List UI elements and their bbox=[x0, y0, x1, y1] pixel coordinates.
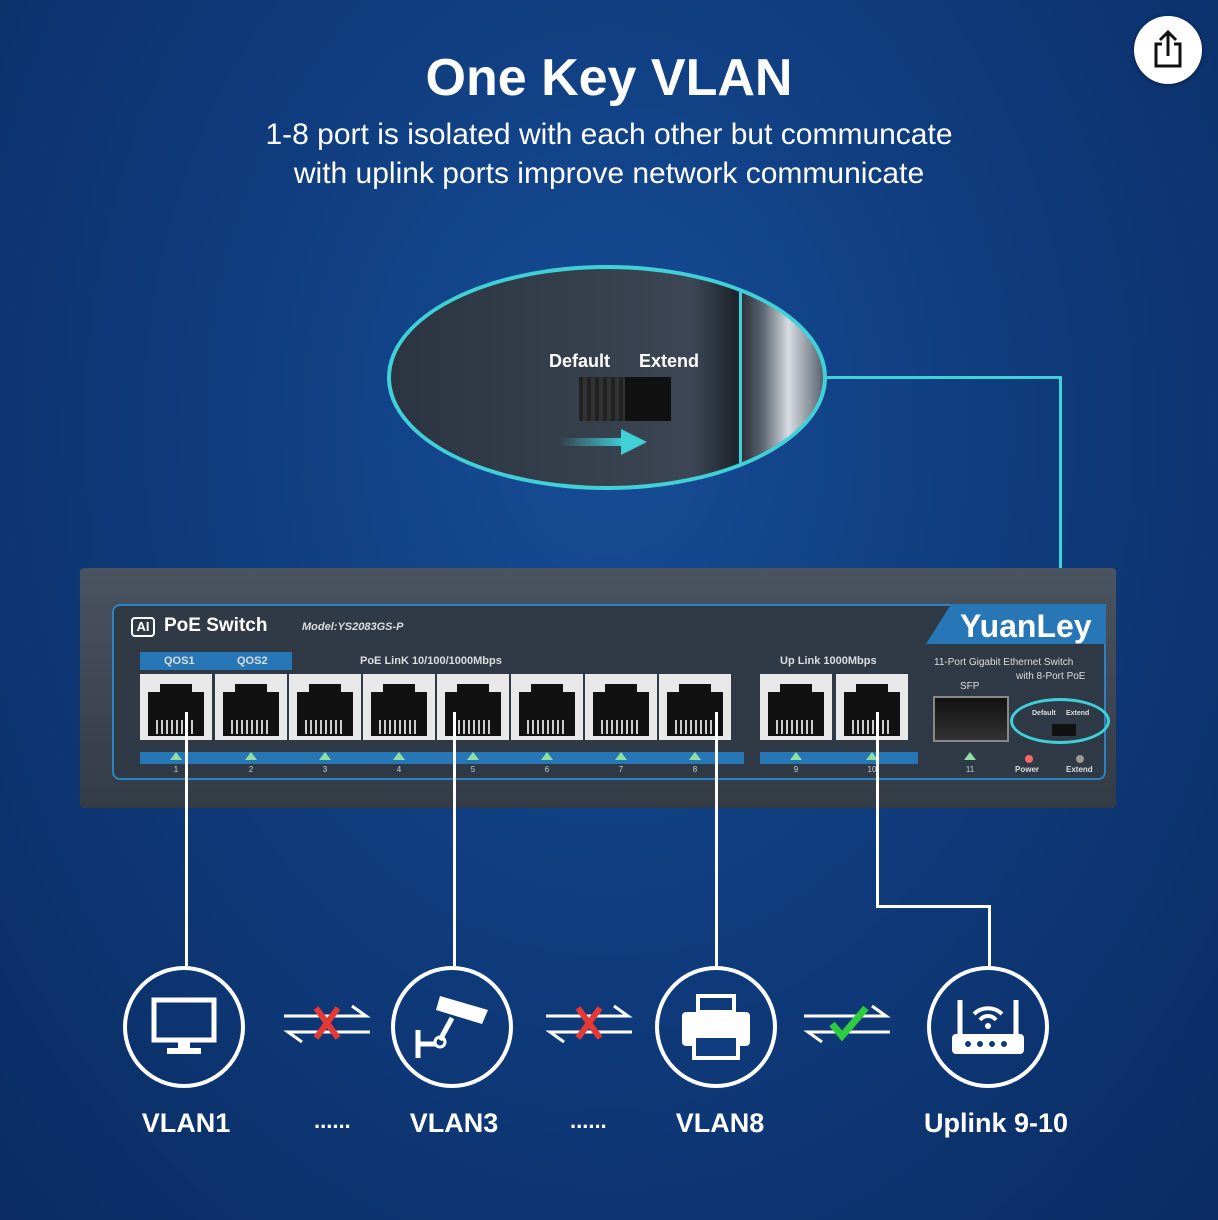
extend-led bbox=[1076, 755, 1084, 763]
magnifier-extend-label: Extend bbox=[639, 351, 700, 371]
port-number: 7 bbox=[618, 765, 624, 774]
ethernet-port-10[interactable] bbox=[836, 674, 908, 740]
port-number: 10 bbox=[867, 765, 877, 774]
ethernet-port-8[interactable] bbox=[659, 674, 731, 740]
device-vlan1 bbox=[123, 966, 245, 1088]
switch-default-label: Default bbox=[1032, 710, 1056, 717]
ethernet-port-4[interactable] bbox=[363, 674, 435, 740]
ellipsis: ...... bbox=[314, 1108, 351, 1133]
port-led bbox=[866, 752, 878, 760]
vlan-switch-highlight[interactable] bbox=[1010, 698, 1110, 744]
port-led bbox=[615, 752, 627, 760]
port-number: 6 bbox=[544, 765, 550, 774]
extend-led-label: Extend bbox=[1066, 765, 1093, 774]
device-vlan8 bbox=[655, 966, 777, 1088]
label-vlan1: VLAN1 bbox=[141, 1108, 231, 1138]
port-number: 8 bbox=[692, 765, 698, 774]
vlan-slide-switch bbox=[579, 377, 671, 421]
magnifier-default-label: Default bbox=[549, 351, 611, 371]
port-number: 1 bbox=[173, 765, 179, 774]
poe-link-label: PoE LinK 10/100/1000Mbps bbox=[360, 655, 502, 667]
switch-extend-label: Extend bbox=[1066, 710, 1090, 717]
ethernet-port-7[interactable] bbox=[585, 674, 657, 740]
title: One Key VLAN bbox=[425, 49, 793, 107]
label-vlan8: VLAN8 bbox=[675, 1108, 765, 1138]
port-number: 9 bbox=[793, 765, 799, 774]
arrow-right-icon bbox=[559, 429, 647, 455]
port-led bbox=[245, 752, 257, 760]
switch-name: PoE Switch bbox=[164, 615, 268, 636]
sfp-port[interactable] bbox=[933, 696, 1009, 742]
ethernet-port-1[interactable] bbox=[140, 674, 212, 740]
monitor-icon bbox=[151, 997, 217, 1054]
port-led bbox=[393, 752, 405, 760]
port-led bbox=[319, 752, 331, 760]
power-label: Power bbox=[1015, 765, 1040, 774]
uplink-label: Up Link 1000Mbps bbox=[780, 655, 877, 667]
power-led bbox=[1025, 755, 1033, 763]
ethernet-port-2[interactable] bbox=[215, 674, 287, 740]
ethernet-port-6[interactable] bbox=[511, 674, 583, 740]
label-uplink: Uplink 9-10 bbox=[923, 1108, 1069, 1138]
device-vlan3 bbox=[391, 966, 513, 1088]
port-led bbox=[790, 752, 802, 760]
subtitle-line-2: with uplink ports improve network commun… bbox=[293, 157, 925, 190]
switch-desc-2: with 8-Port PoE bbox=[1016, 671, 1086, 682]
port-number: 3 bbox=[322, 765, 328, 774]
label-vlan3: VLAN3 bbox=[409, 1108, 499, 1138]
ai-badge: AI bbox=[131, 617, 155, 637]
router-icon bbox=[952, 1000, 1024, 1054]
ellipsis: ...... bbox=[570, 1108, 607, 1133]
subtitle-line-1: 1-8 port is isolated with each other but… bbox=[265, 118, 953, 151]
switch-desc-1: 11-Port Gigabit Ethernet Switch bbox=[934, 657, 1074, 668]
blocked-icon bbox=[545, 1004, 633, 1044]
magnifier-callout: Default Extend bbox=[387, 265, 827, 490]
port-led bbox=[689, 752, 701, 760]
camera-icon bbox=[415, 996, 488, 1058]
brand-logo: YuanLey bbox=[960, 608, 1092, 644]
ethernet-port-3[interactable] bbox=[289, 674, 361, 740]
port-led bbox=[964, 752, 976, 760]
allowed-icon bbox=[803, 1004, 891, 1044]
sfp-label: SFP bbox=[960, 681, 980, 692]
ethernet-port-5[interactable] bbox=[437, 674, 509, 740]
qos2-label: QOS2 bbox=[237, 655, 268, 667]
qos1-label: QOS1 bbox=[164, 655, 195, 667]
ethernet-port-9[interactable] bbox=[760, 674, 832, 740]
share-icon bbox=[1154, 30, 1182, 68]
port-number: 5 bbox=[470, 765, 476, 774]
port-led bbox=[541, 752, 553, 760]
printer-icon bbox=[682, 994, 750, 1060]
port-led bbox=[467, 752, 479, 760]
port-number: 4 bbox=[396, 765, 402, 774]
device-uplink bbox=[927, 966, 1049, 1088]
switch-model: Model:YS2083GS-P bbox=[302, 621, 404, 633]
port-number: 2 bbox=[248, 765, 254, 774]
share-button[interactable] bbox=[1134, 16, 1202, 84]
port-led bbox=[170, 752, 182, 760]
blocked-icon bbox=[283, 1004, 371, 1044]
port-number: 11 bbox=[965, 765, 975, 774]
